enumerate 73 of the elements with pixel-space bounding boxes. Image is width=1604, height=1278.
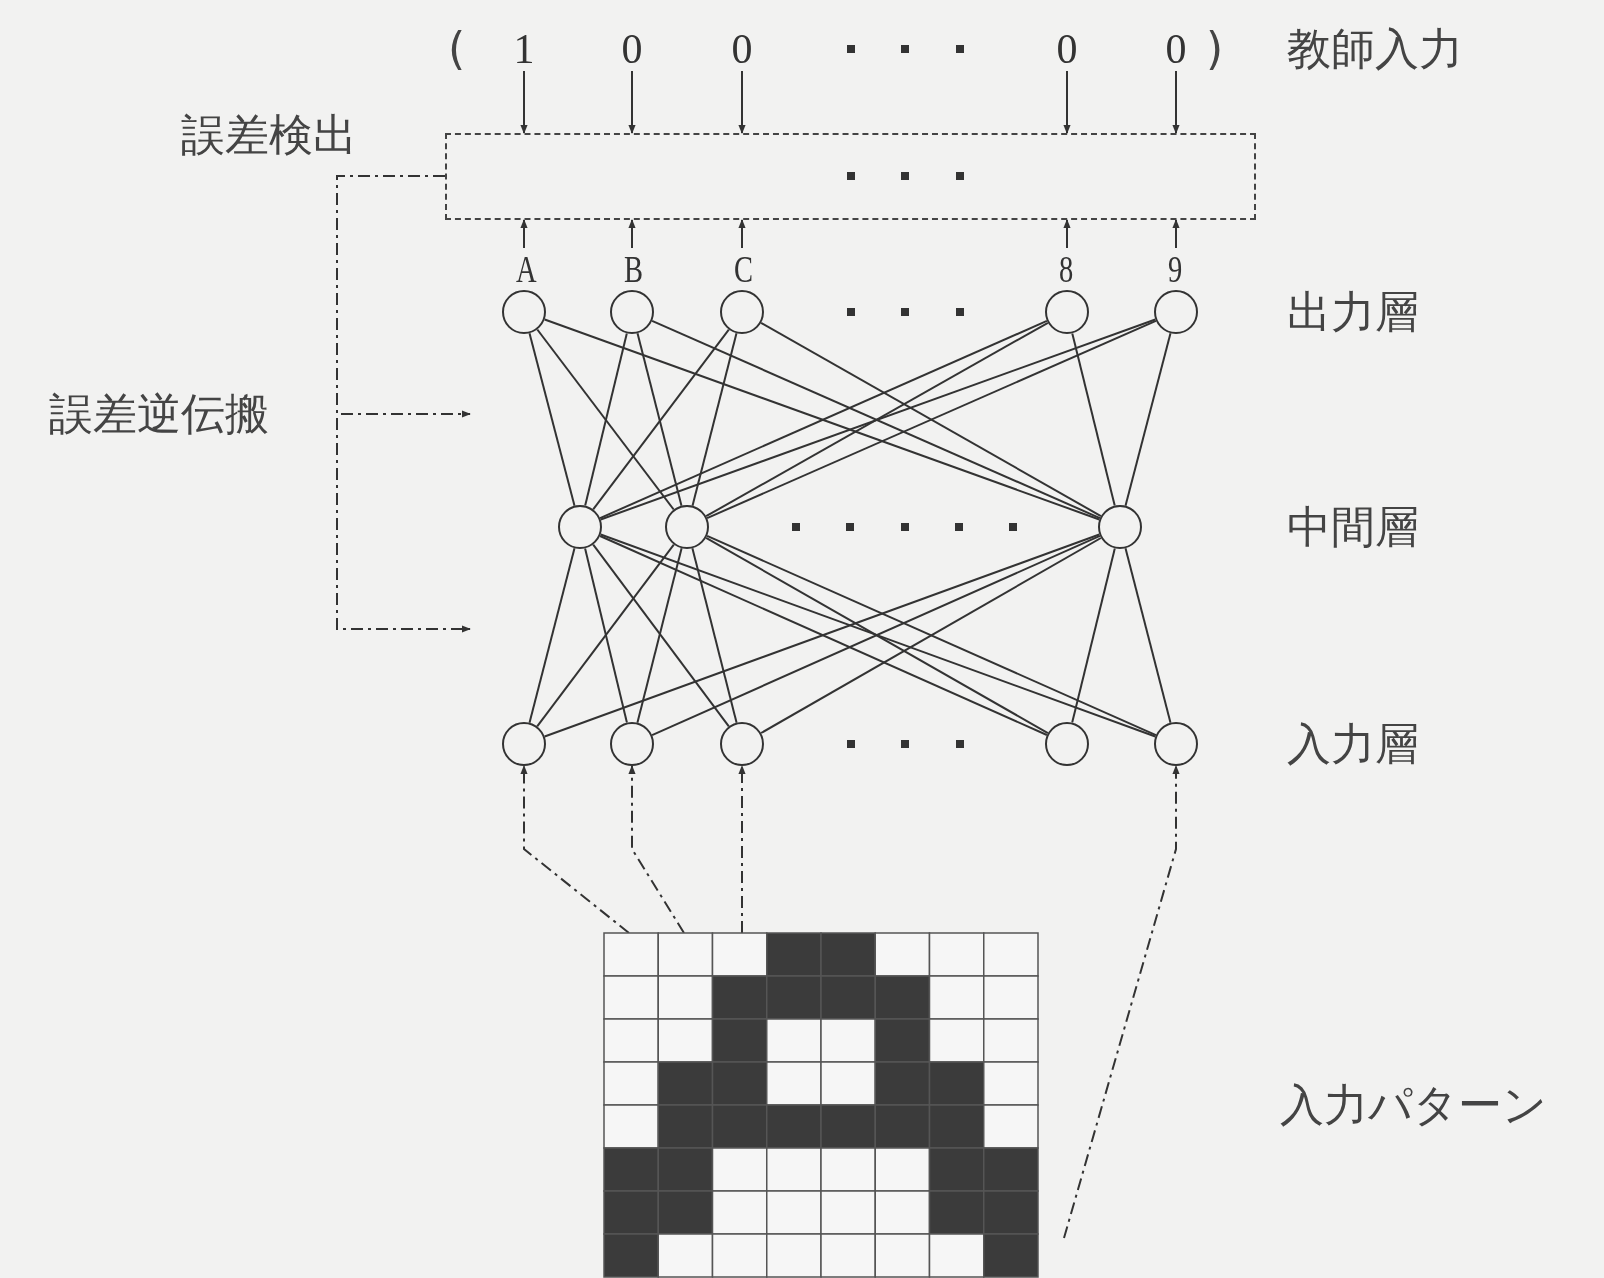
neuron-label: 9 (1168, 250, 1183, 288)
neuron-circle (502, 722, 546, 766)
arrow (520, 219, 528, 249)
pixel-grid-drawing (604, 933, 1038, 1277)
connection-line (705, 321, 1049, 518)
connection-line (651, 319, 1101, 520)
connection-line (536, 543, 675, 728)
teacher-value: 0 (1053, 27, 1081, 71)
arrow (1063, 765, 1180, 1239)
connection-line (543, 533, 1101, 738)
teacher-value: 0 (1162, 27, 1190, 71)
teacher-value: 1 (510, 27, 538, 71)
connection-line (536, 328, 675, 511)
connection-line (691, 547, 738, 724)
pattern-label: 入力パターン (1280, 1083, 1547, 1127)
box-heading: 誤差検出 (181, 113, 357, 157)
connection-line (1071, 332, 1116, 507)
arrow (1063, 70, 1071, 134)
connection-line (760, 537, 1102, 734)
neuron-circle (1154, 722, 1198, 766)
neuron-label: B (624, 250, 643, 288)
connection-line (592, 328, 730, 511)
layer-label: 中間層 (1287, 505, 1419, 549)
arrow (628, 219, 636, 249)
connection-line (691, 332, 738, 507)
side-label: 誤差逆伝搬 (49, 392, 269, 436)
neuron-label: A (516, 250, 537, 288)
neuron-circle (558, 505, 602, 549)
neuron-circle (665, 505, 709, 549)
connection-line (599, 533, 1157, 738)
connection-line (599, 535, 1048, 736)
neuron-circle (720, 722, 764, 766)
layer-label: 出力層 (1287, 290, 1419, 334)
row-label: 教師入力 (1287, 27, 1463, 71)
connection-line (636, 547, 683, 724)
connection-line (592, 543, 730, 728)
neuron-label: 8 (1059, 250, 1074, 288)
arrow (1172, 219, 1180, 249)
connection-line (1124, 332, 1172, 507)
connection-line (706, 319, 1157, 520)
connection-line (599, 318, 1157, 521)
connection-line (1124, 547, 1172, 724)
teacher-value: 0 (618, 27, 646, 71)
connection-line (705, 536, 1049, 735)
connection-line (651, 534, 1101, 737)
arrow (738, 70, 746, 134)
arrow (738, 219, 746, 249)
arrow (520, 70, 528, 134)
arrow (738, 765, 746, 934)
neuron-circle (610, 722, 654, 766)
arrow (1063, 219, 1071, 249)
connection-line (528, 332, 576, 507)
parenthesis: ( (448, 27, 466, 71)
teacher-value: 0 (728, 27, 756, 71)
connection-line (1071, 547, 1116, 724)
neuron-circle (1045, 722, 1089, 766)
arrow (628, 765, 685, 934)
connection-line (599, 319, 1048, 520)
connection-line (584, 332, 628, 507)
arrow (1172, 70, 1180, 134)
connection-line (706, 534, 1157, 737)
arrow (628, 70, 636, 134)
neuron-label: C (734, 250, 753, 288)
connection-line (636, 332, 683, 507)
neuron-circle (1098, 505, 1142, 549)
connection-line (584, 547, 628, 724)
parenthesis: ) (1206, 27, 1224, 71)
arrow (336, 175, 471, 633)
connection-line (543, 318, 1101, 521)
arrow (520, 765, 630, 934)
connection-line (528, 547, 576, 724)
layer-label: 入力層 (1287, 722, 1419, 766)
connection-line (760, 321, 1102, 518)
